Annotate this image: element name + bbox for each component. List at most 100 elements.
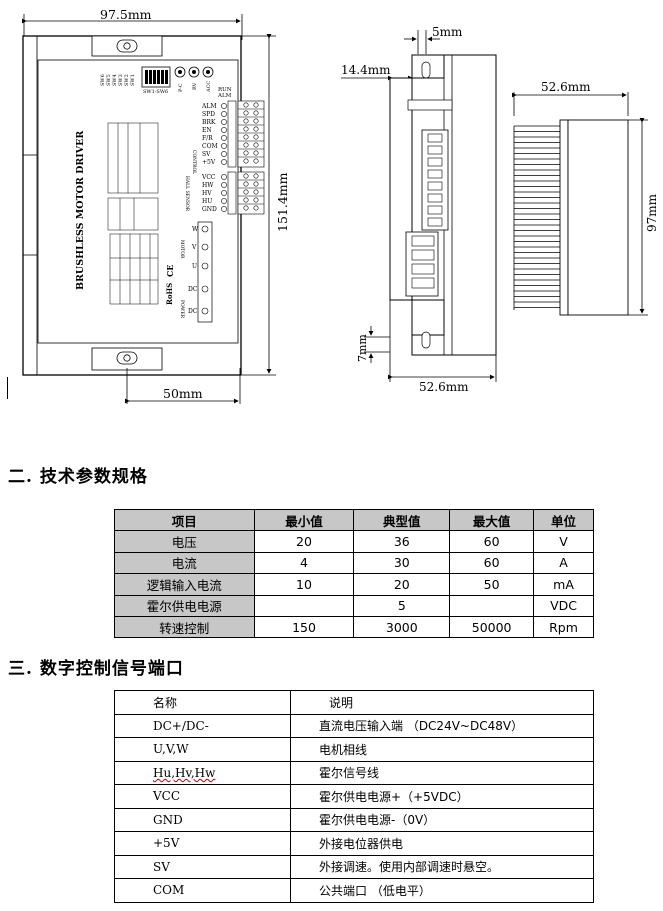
table-row: VCC 霍尔供电电源+（+5VDC）: [114, 784, 594, 809]
spec-header-min: 最小值: [253, 508, 355, 532]
side-view: 5mm 14.4mm: [341, 25, 497, 394]
signal-header-row: 名称 说明: [114, 690, 594, 715]
pin-fr: F/R: [202, 135, 213, 142]
motor-pin-v: V: [191, 244, 197, 251]
status-run-label: RUN: [218, 87, 232, 93]
hall-caption: HALL SENSOR: [184, 176, 190, 212]
spec-cell: 20: [353, 573, 451, 596]
status-alm-label: ALM: [217, 93, 232, 99]
signal-name: COM: [114, 878, 291, 903]
spec-cell: 150: [253, 615, 355, 639]
end-view: 52.6mm 97mm: [512, 80, 659, 316]
table-row: 逻辑输入电流 10 20 50 mA: [114, 573, 594, 596]
signal-name: SV: [114, 854, 291, 879]
spec-cell: 10: [253, 573, 355, 596]
spec-cell: 3000: [353, 615, 451, 639]
power-pin-dcm: DC-: [188, 308, 199, 315]
section2-title: 二. 技术参数规格: [8, 467, 148, 487]
spec-cell: 50: [449, 573, 535, 596]
power-caption: POWER: [179, 300, 185, 319]
table-row: SV 外接调速。使用内部调速时悬空。: [114, 854, 594, 879]
signal-name: Hu,Hv,Hw: [114, 760, 291, 785]
text-caret: [7, 377, 8, 399]
spec-cell: 30: [353, 551, 451, 575]
ce-mark: CE: [165, 265, 175, 277]
dimension-drawing: 97.5mm BRUSHLESS MOTOR DRIVER: [22, 7, 659, 404]
front-view: 97.5mm BRUSHLESS MOTOR DRIVER: [22, 7, 290, 404]
sw6-label: SW6: [100, 74, 106, 86]
signal-name: DC+/DC-: [114, 713, 291, 738]
signal-desc: 霍尔信号线: [290, 760, 594, 785]
side-flange-label: 14.4mm: [341, 63, 391, 77]
table-row: 电流 4 30 60 A: [114, 551, 594, 575]
spec-cell: 36: [353, 530, 451, 553]
pin-hv: HV: [202, 190, 212, 197]
pin-sv: SV: [202, 151, 211, 158]
motor-pin-u: U: [192, 263, 197, 270]
spec-cell: 60: [449, 551, 535, 575]
table-row: COM 公共端口 （低电平）: [114, 878, 594, 903]
power-pin-dcp: DC+: [188, 286, 202, 293]
signal-desc: 霍尔供电电源-（0V）: [290, 807, 594, 832]
table-row: +5V 外接电位器供电: [114, 831, 594, 856]
control-caption: CONTROL: [191, 150, 197, 174]
spec-header-unit: 单位: [533, 508, 594, 532]
table-row: 霍尔供电电源 5 VDC: [114, 594, 594, 617]
signal-name: U,V,W: [114, 737, 291, 762]
pin-brk: BRK: [202, 119, 216, 126]
table-row: 电压 20 36 60 V: [114, 530, 594, 553]
spec-cell: 5: [353, 594, 451, 617]
spec-header-typ: 典型值: [353, 508, 451, 532]
spec-header-max: 最大值: [449, 508, 535, 532]
control-terminal: CONTROL ALM SPD BRK EN F/R COM SV +5V: [191, 100, 265, 174]
front-mount-label: 50mm: [163, 386, 203, 401]
side-width-label: 52.6mm: [419, 380, 469, 394]
pin-en: EN: [202, 127, 212, 134]
side-tab-label: 5mm: [432, 25, 463, 39]
motor-power-terminal: MOTOR W V U POWER DC+ DC-: [179, 221, 213, 323]
pot-rv-label: RV: [192, 82, 198, 90]
spec-cell: Rpm: [533, 615, 594, 639]
end-width-label: 52.6mm: [541, 80, 591, 94]
front-width-label: 97.5mm: [100, 7, 152, 22]
pot-acc-label: ACC: [206, 81, 212, 93]
pin-gnd: GND: [202, 206, 217, 213]
signal-name: VCC: [114, 784, 291, 809]
signal-name-text: Hu,Hv,Hw: [153, 765, 216, 780]
sw1-label: SW1: [130, 74, 136, 86]
signal-desc: 霍尔供电电源+（+5VDC）: [290, 784, 594, 809]
table-row: GND 霍尔供电电源-（0V）: [114, 807, 594, 832]
spec-cell: 20: [253, 530, 355, 553]
signal-desc: 外接电位器供电: [290, 831, 594, 856]
table-row: 转速控制 150 3000 50000 Rpm: [114, 615, 594, 639]
product-name: BRUSHLESS MOTOR DRIVER: [75, 131, 86, 290]
spec-cell: 霍尔供电电源: [114, 594, 255, 617]
front-height-label: 151.4mm: [275, 172, 290, 232]
sw4-label: SW4: [112, 74, 118, 86]
spec-cell: 60: [449, 530, 535, 553]
spec-cell: 50000: [449, 615, 535, 639]
sw5-label: SW5: [106, 74, 112, 86]
pin-vcc: VCC: [201, 174, 216, 181]
table-row: U,V,W 电机相线: [114, 737, 594, 762]
signal-name: +5V: [114, 831, 291, 856]
pin-hu: HU: [202, 198, 212, 205]
spec-header-row: 项目 最小值 典型值 最大值 单位: [114, 508, 594, 532]
table-row: DC+/DC- 直流电压输入端 （DC24V~DC48V）: [114, 713, 594, 738]
label-text-blocks: [107, 122, 159, 305]
signal-header-desc: 说明: [290, 690, 594, 715]
signal-desc: 直流电压输入端 （DC24V~DC48V）: [290, 713, 594, 738]
spec-cell: V: [533, 530, 594, 553]
table-row: Hu,Hv,Hw 霍尔信号线: [114, 760, 594, 785]
signal-header-name: 名称: [114, 690, 291, 715]
signal-table: 名称 说明 DC+/DC- 直流电压输入端 （DC24V~DC48V） U,V,…: [114, 690, 594, 903]
side-bottom-label: 7mm: [356, 334, 369, 362]
spec-cell: 电流: [114, 551, 255, 575]
pot-pc-label: P-C: [178, 83, 184, 92]
potentiometers: P-C RV ACC RUN ALM: [174, 66, 232, 99]
spec-cell: [449, 594, 535, 617]
spec-cell: 逻辑输入电流: [114, 573, 255, 596]
motor-caption: MOTOR: [179, 240, 185, 259]
section3-title: 三. 数字控制信号端口: [8, 659, 184, 679]
sw3-label: SW3: [118, 74, 124, 86]
